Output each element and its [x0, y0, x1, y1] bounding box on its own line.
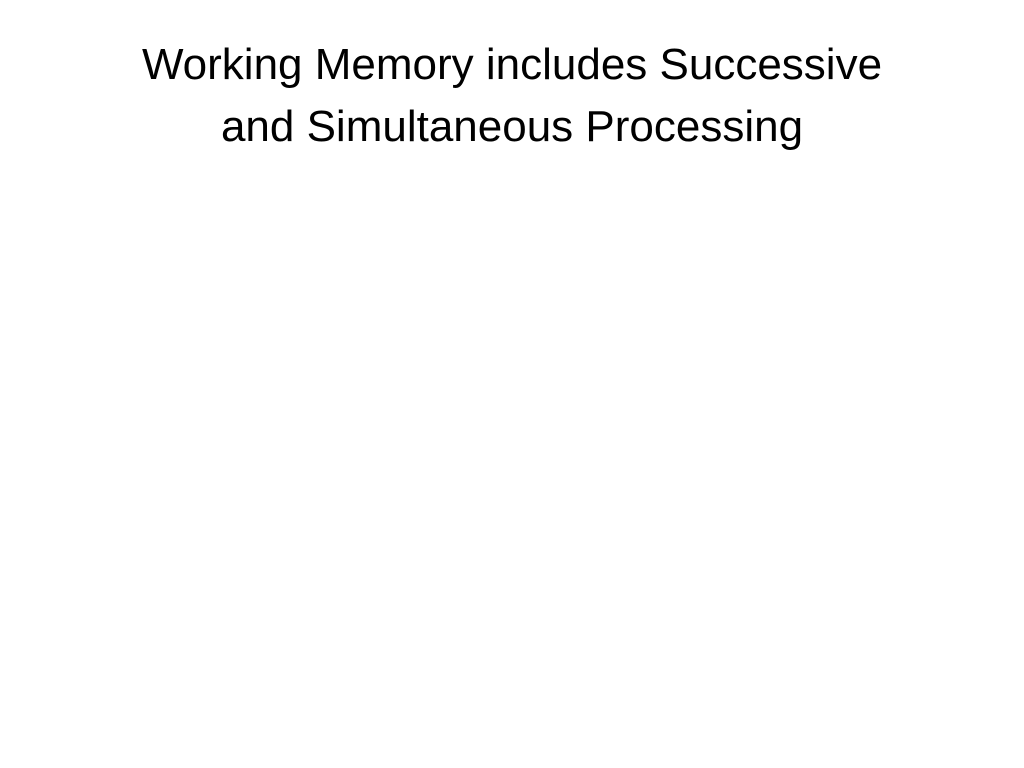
slide-title: Working Memory includes Successive and S…: [40, 34, 984, 158]
slide-content-area: [50, 180, 974, 730]
slide-title-line-2: and Simultaneous Processing: [220, 102, 804, 151]
slide-title-line-1: Working Memory includes Successive: [141, 40, 883, 89]
